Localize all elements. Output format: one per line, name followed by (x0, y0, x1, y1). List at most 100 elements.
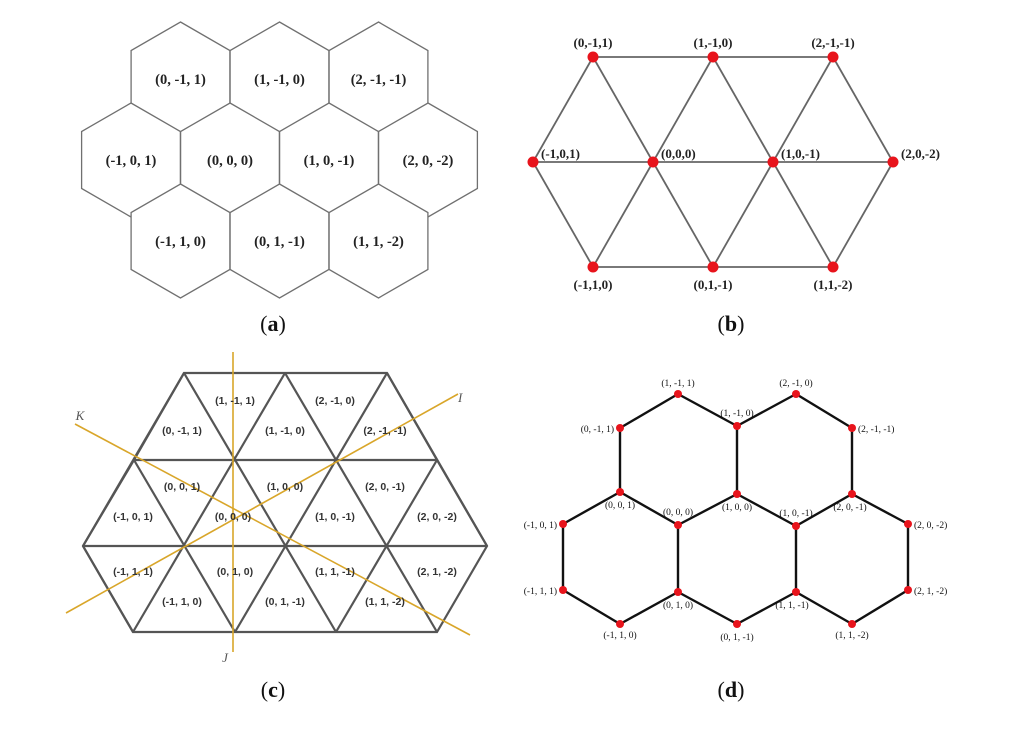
graph-node-label: (0,1,-1) (694, 277, 733, 292)
grid-line (386, 372, 488, 547)
triangle-cell-label: (-1, 1, 0) (162, 596, 202, 608)
graph-node-label: (2, -1, 0) (779, 378, 812, 389)
grid-line (284, 372, 438, 633)
hex-cell (328, 183, 429, 299)
graph-edge (652, 56, 714, 163)
graph-node (904, 586, 912, 594)
axis-label-k: K (75, 408, 86, 423)
graph-edge (677, 590, 738, 626)
graph-node (733, 422, 741, 430)
graph-node-label: (-1, 1, 1) (524, 586, 557, 597)
graph-node (848, 620, 856, 628)
graph-edge (712, 56, 774, 163)
panel-a-caption: (a) (260, 311, 286, 336)
triangle-cell-label: (1, 0, -1) (315, 511, 355, 523)
graph-edge (795, 590, 853, 626)
graph-node (792, 522, 800, 530)
graph-edge (592, 56, 654, 163)
graph-node (616, 620, 624, 628)
graph-node-label: (1,0,-1) (781, 146, 820, 161)
axis-line (74, 423, 471, 636)
graph-node (707, 261, 719, 273)
graph-node (616, 424, 624, 432)
graph-edge (736, 492, 797, 528)
hex-cell-label: (1, 0, -1) (304, 153, 355, 169)
graph-node-label: (0, -1, 1) (581, 424, 614, 435)
graph-node-label: (1, -1, 1) (661, 378, 694, 389)
graph-node-label: (-1, 0, 1) (524, 520, 557, 531)
triangle-cell-label: (0, -1, 1) (162, 425, 202, 437)
graph-edge (619, 590, 679, 626)
graph-node-label: (2, 0, -1) (833, 502, 866, 513)
graph-node (767, 156, 779, 168)
graph-node (527, 156, 539, 168)
graph-node-label: (1, 1, -1) (775, 600, 808, 611)
graph-edge (712, 161, 774, 268)
graph-edge (832, 56, 894, 163)
graph-node-label: (-1,0,1) (541, 146, 580, 161)
graph-edge (795, 392, 853, 430)
graph-node (587, 51, 599, 63)
graph-edge (562, 588, 621, 626)
triangle-cell-label: (0, 0, 0) (215, 511, 251, 523)
graph-node (647, 156, 659, 168)
graph-node (733, 620, 741, 628)
hex-cell-label: (0, 1, -1) (254, 234, 305, 250)
panel-d-hex-vertex-graph: (1, -1, 1)(2, -1, 0)(0, -1, 1)(1, -1, 0)… (524, 378, 948, 643)
graph-node-label: (1,1,-2) (814, 277, 853, 292)
triangle-cell-label: (2, 1, -2) (417, 566, 457, 578)
graph-edge (532, 56, 594, 163)
triangle-cell-label: (2, 0, -1) (365, 481, 405, 493)
graph-edge (772, 56, 834, 163)
graph-node-label: (2,0,-2) (901, 146, 940, 161)
triangle-cell-label: (-1, 0, 1) (113, 511, 153, 523)
graph-node (827, 51, 839, 63)
graph-edge (619, 490, 679, 527)
graph-node-label: (2, 0, -2) (914, 520, 947, 531)
graph-node (616, 488, 624, 496)
graph-node-label: (0, 1, -1) (720, 632, 753, 643)
graph-node-label: (1, 1, -2) (835, 630, 868, 641)
graph-node-label: (1, 0, -1) (779, 508, 812, 519)
graph-node-label: (2, -1, -1) (858, 424, 894, 435)
hex-cell-label: (0, -1, 1) (155, 72, 206, 88)
graph-edge (772, 161, 834, 268)
panel-c-caption: (c) (261, 677, 285, 702)
triangle-cell-label: (1, 0, 0) (267, 481, 303, 493)
triangle-cell-label: (2, -1, 0) (315, 395, 355, 407)
grid-line (234, 372, 388, 633)
graph-node (827, 261, 839, 273)
graph-node (587, 261, 599, 273)
axis-label-i: I (457, 390, 463, 405)
hex-cell-label: (1, 1, -2) (353, 234, 404, 250)
graph-node (848, 424, 856, 432)
panel-d-caption: (d) (718, 677, 745, 702)
graph-node (559, 520, 567, 528)
grid-line (82, 372, 185, 547)
graph-edge (851, 492, 909, 526)
graph-node-label: (-1,1,0) (574, 277, 613, 292)
triangle-cell-label: (2, 0, -2) (417, 511, 457, 523)
panel-a-hex-grid: (0, -1, 1)(1, -1, 0)(2, -1, -1)(-1, 0, 1… (80, 21, 479, 299)
graph-edge (795, 492, 853, 528)
hex-cell-label: (-1, 1, 0) (155, 234, 206, 250)
panel-c-triangle-grid: IJK(1, -1, 1)(2, -1, 0)(0, -1, 1)(1, -1,… (65, 352, 489, 665)
graph-node (733, 490, 741, 498)
hex-cell-label: (1, -1, 0) (254, 72, 305, 88)
graph-node-label: (1, 0, 0) (722, 502, 752, 513)
triangle-cell-label: (0, 0, 1) (164, 481, 200, 493)
graph-edge (677, 492, 738, 527)
graph-edge (736, 590, 797, 626)
graph-node (792, 390, 800, 398)
triangle-cell-label: (0, 1, -1) (265, 596, 305, 608)
graph-node-label: (0,0,0) (661, 146, 696, 161)
graph-node-label: (0,-1,1) (574, 35, 613, 50)
triangle-cell-label: (-1, 1, 1) (113, 566, 153, 578)
hex-cell-label: (-1, 0, 1) (106, 153, 157, 169)
graph-node (559, 586, 567, 594)
panel-b-caption: (b) (718, 311, 745, 336)
graph-node (792, 588, 800, 596)
hex-cell-label: (0, 0, 0) (207, 153, 253, 169)
graph-edge (677, 392, 738, 428)
